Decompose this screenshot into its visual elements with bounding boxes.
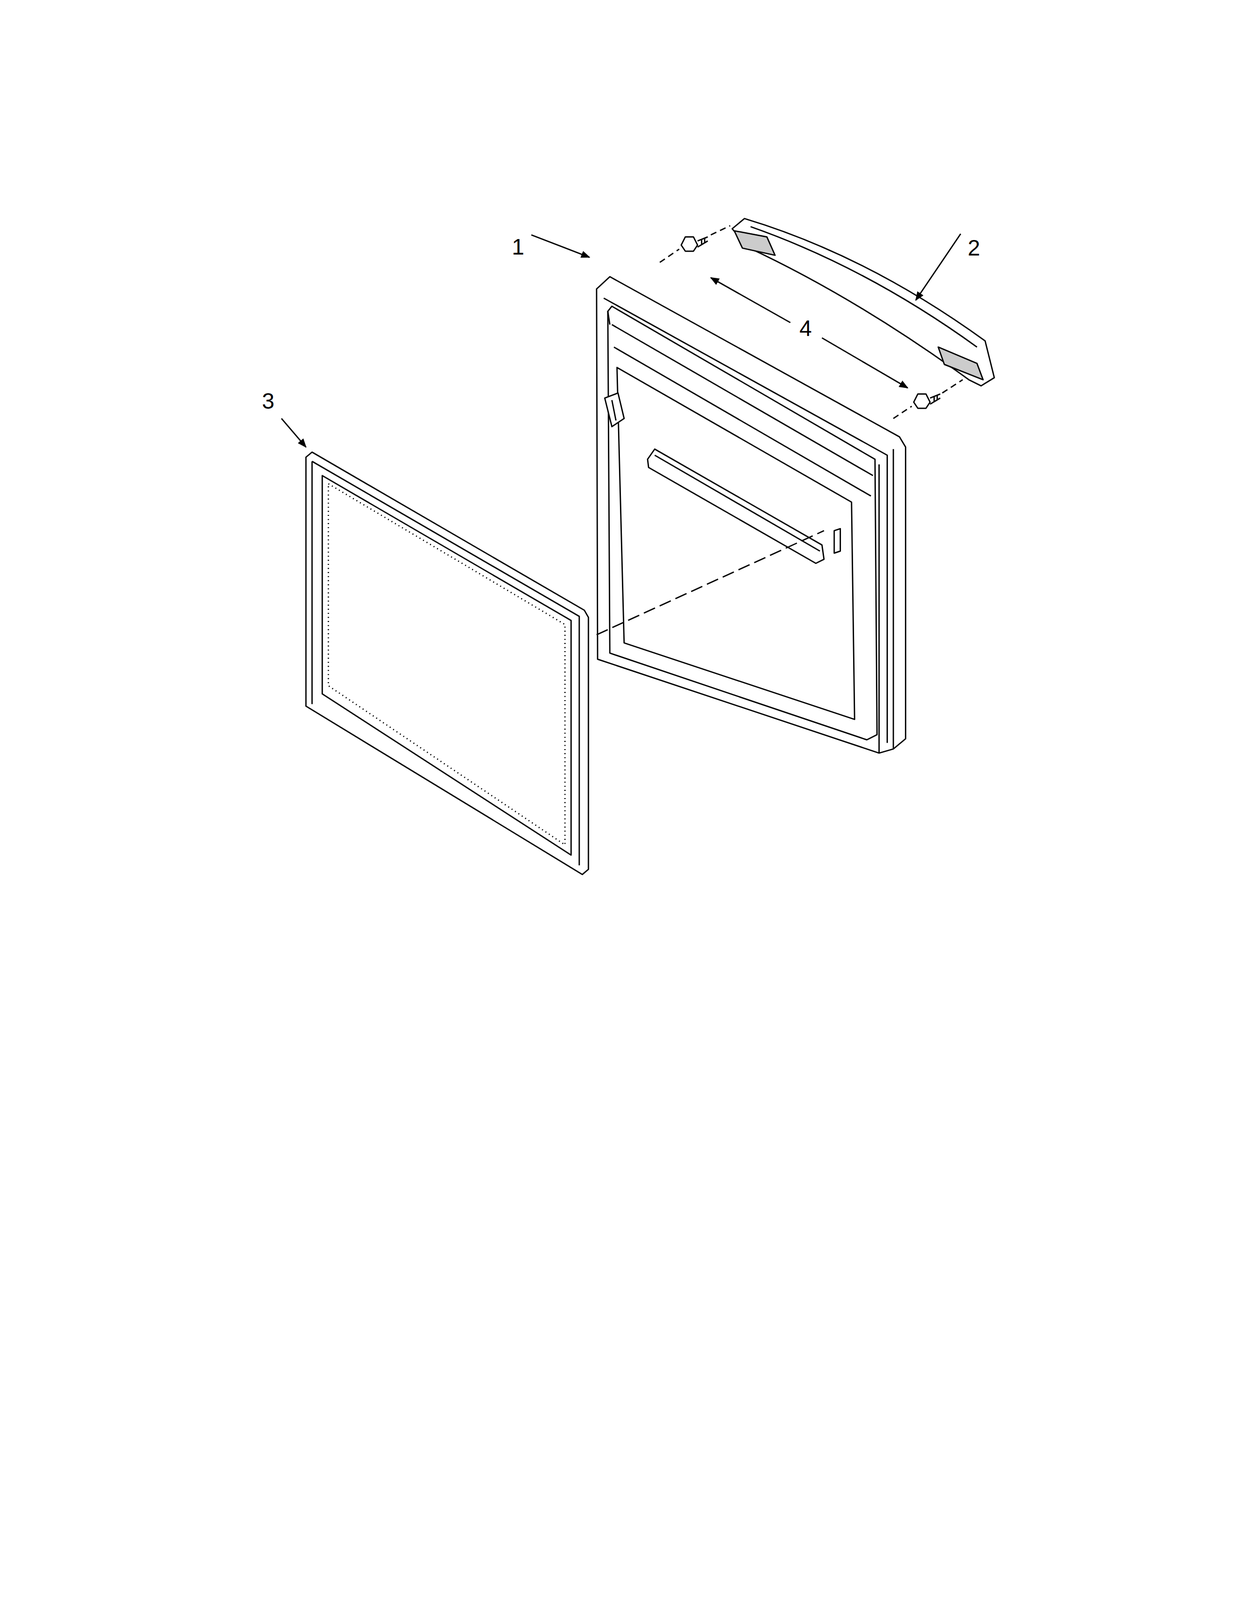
callout-number: 2 [965,235,983,260]
gasket-edge [312,460,580,865]
door-cavity [617,367,855,720]
gasket-inner [322,475,571,856]
leader-line [915,233,961,301]
gasket-outline [305,452,589,875]
leader-line [281,418,306,447]
assembly-line [596,530,824,635]
leader-line [710,277,791,323]
door-shelf-band [607,311,873,496]
door-outline [596,276,906,754]
leader-line [822,337,908,388]
screw [913,394,941,409]
callout-number: 4 [797,316,814,341]
handle-bar [732,218,995,386]
leader-line [531,234,590,257]
gasket-dots [328,483,565,845]
callout-number: 1 [509,234,527,259]
callout-number: 3 [260,388,277,413]
door-hinge [604,393,625,427]
door-liner [607,306,877,740]
screw [681,237,708,252]
door-rim [603,298,894,753]
assembly-line [659,225,963,419]
door-latch [834,528,841,553]
handle-highlight [750,226,978,348]
door-ridge [647,448,824,564]
handle-pad [734,230,983,380]
